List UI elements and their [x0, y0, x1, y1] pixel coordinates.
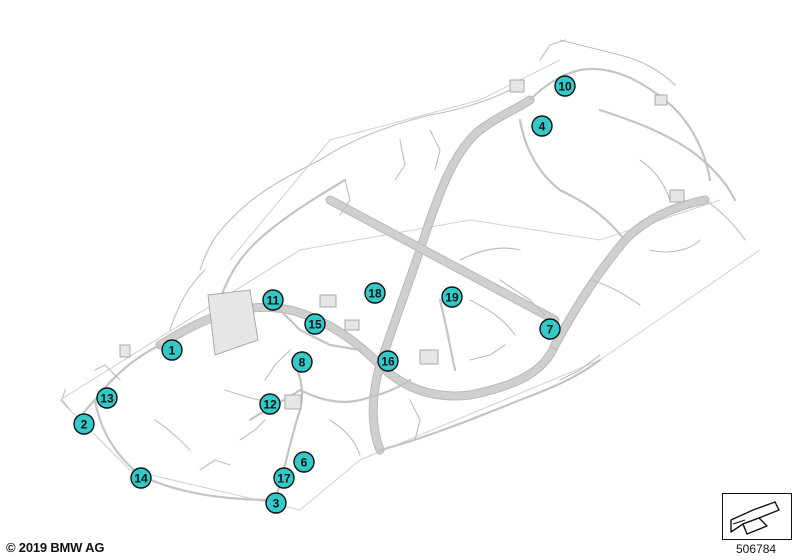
isometric-view-arrow-icon: [730, 501, 780, 535]
callout-1[interactable]: 1: [161, 339, 183, 361]
reference-number: 506784: [736, 542, 777, 556]
callout-15[interactable]: 15: [304, 313, 326, 335]
callout-circle[interactable]: [441, 286, 463, 308]
callout-circle[interactable]: [377, 350, 399, 372]
callout-14[interactable]: 14: [130, 467, 152, 489]
callout-12[interactable]: 12: [259, 393, 281, 415]
callout-8[interactable]: 8: [291, 351, 313, 373]
callout-circle[interactable]: [304, 313, 326, 335]
callout-17[interactable]: 17: [273, 467, 295, 489]
callout-18[interactable]: 18: [364, 282, 386, 304]
callout-circle[interactable]: [130, 467, 152, 489]
callout-10[interactable]: 10: [554, 75, 576, 97]
callout-2[interactable]: 2: [73, 413, 95, 435]
callout-circle[interactable]: [273, 467, 295, 489]
callout-16[interactable]: 16: [377, 350, 399, 372]
callout-6[interactable]: 6: [293, 451, 315, 473]
callout-circle[interactable]: [265, 492, 287, 514]
callout-circle[interactable]: [293, 451, 315, 473]
callout-circle[interactable]: [531, 115, 553, 137]
thin-wires: [61, 39, 746, 471]
callout-circle[interactable]: [161, 339, 183, 361]
callout-circle[interactable]: [73, 413, 95, 435]
callout-circle[interactable]: [291, 351, 313, 373]
callout-3[interactable]: 3: [265, 492, 287, 514]
callout-11[interactable]: 11: [262, 289, 284, 311]
callout-circle[interactable]: [554, 75, 576, 97]
view-orientation-box: [722, 493, 792, 540]
component-blocks: [119, 79, 685, 410]
callout-circle[interactable]: [539, 318, 561, 340]
callout-circle[interactable]: [259, 393, 281, 415]
callout-4[interactable]: 4: [531, 115, 553, 137]
copyright-text: © 2019 BMW AG: [6, 540, 105, 555]
callout-19[interactable]: 19: [441, 286, 463, 308]
callout-circle[interactable]: [364, 282, 386, 304]
callout-circle[interactable]: [262, 289, 284, 311]
callout-13[interactable]: 13: [96, 387, 118, 409]
callout-7[interactable]: 7: [539, 318, 561, 340]
main-harness-trunks: [155, 95, 710, 455]
callout-circle[interactable]: [96, 387, 118, 409]
